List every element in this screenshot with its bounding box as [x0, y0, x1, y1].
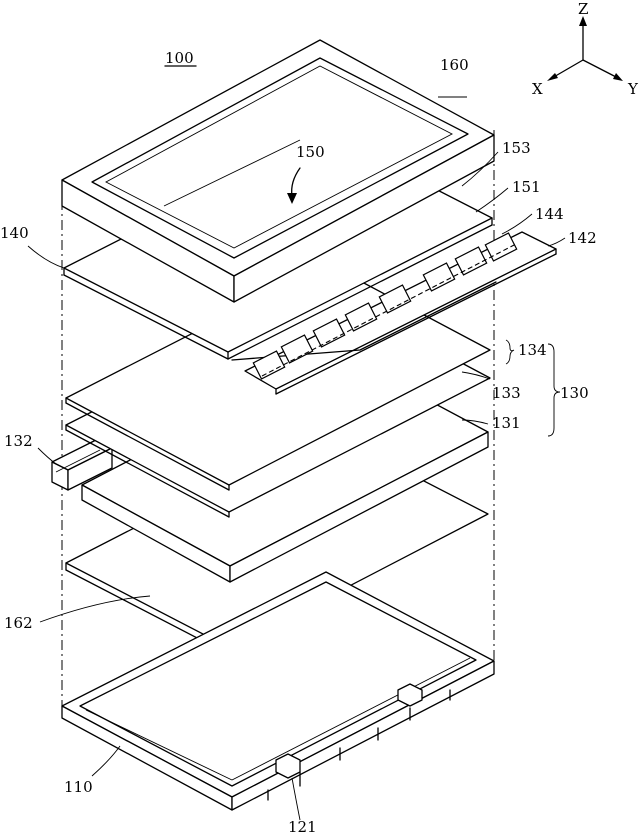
label-144: 144 — [535, 205, 564, 223]
label-134: 134 — [518, 341, 547, 359]
axis-z-label: Z — [578, 0, 588, 18]
label-153: 153 — [502, 139, 531, 157]
axis-indicator: Z X Y — [532, 0, 639, 98]
label-142: 142 — [568, 229, 597, 247]
label-121: 121 — [288, 818, 317, 836]
bottom-frame-110 — [62, 572, 494, 810]
label-160: 160 — [440, 56, 469, 74]
label-140: 140 — [0, 224, 29, 242]
label-162: 162 — [4, 614, 33, 632]
label-132: 132 — [4, 432, 33, 450]
label-133: 133 — [492, 384, 521, 402]
label-110: 110 — [64, 778, 93, 796]
label-100: 100 — [165, 49, 194, 67]
label-131: 131 — [492, 414, 521, 432]
label-130: 130 — [560, 384, 589, 402]
label-150: 150 — [296, 143, 325, 161]
axis-y-label: Y — [627, 80, 639, 98]
label-151: 151 — [512, 178, 541, 196]
axis-x-label: X — [532, 80, 543, 98]
